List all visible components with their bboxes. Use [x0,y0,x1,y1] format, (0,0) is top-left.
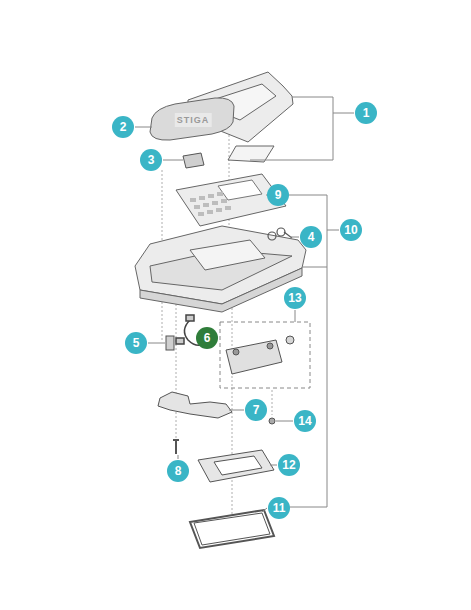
callout-circle [245,399,267,421]
key [208,194,214,198]
key [225,206,231,210]
callout-circle [267,184,289,206]
key [217,192,223,196]
callout-circle [125,332,147,354]
callout-number: 7 [253,403,260,417]
springs [268,228,292,240]
callout-number: 4 [308,230,315,244]
callout-number: 5 [133,336,140,350]
callout-number: 12 [282,458,295,472]
group-frame [220,322,310,388]
connector [166,336,174,350]
leader-lines [135,97,354,512]
callout-circle [140,149,162,171]
brand-logo: STIGA [175,113,212,127]
callout-circle [268,497,290,519]
callout-circle [355,102,377,124]
callout-number: 14 [298,414,311,428]
callout-circle [300,226,322,248]
bracket [158,392,232,418]
callout-circle [196,327,218,349]
screw [269,418,275,424]
callout-number: 10 [344,223,357,237]
gasket [190,510,274,548]
base-plate [198,450,274,482]
lid [150,98,234,140]
callout-circle [112,116,134,138]
callout-number: 3 [148,153,155,167]
callout-number: 9 [275,188,282,202]
screw [173,440,179,454]
key [203,203,209,207]
key [198,212,204,216]
key [221,199,227,203]
callout-number: 6 [204,331,211,345]
callout-number: 8 [175,464,182,478]
callout-circle [340,219,362,241]
callout-circle [278,454,300,476]
key [190,198,196,202]
key [212,201,218,205]
callout-circle [294,410,316,432]
callout-number: 2 [120,120,127,134]
key [216,208,222,212]
sensor-bar [226,336,294,374]
callout-circle [167,460,189,482]
callout-circle [284,287,306,309]
main-housing [135,226,306,312]
key [194,205,200,209]
display-module [183,153,204,168]
key [199,196,205,200]
callout-number: 1 [363,106,370,120]
key [207,210,213,214]
callout-number: 11 [273,501,286,515]
callout-number: 13 [288,291,301,305]
